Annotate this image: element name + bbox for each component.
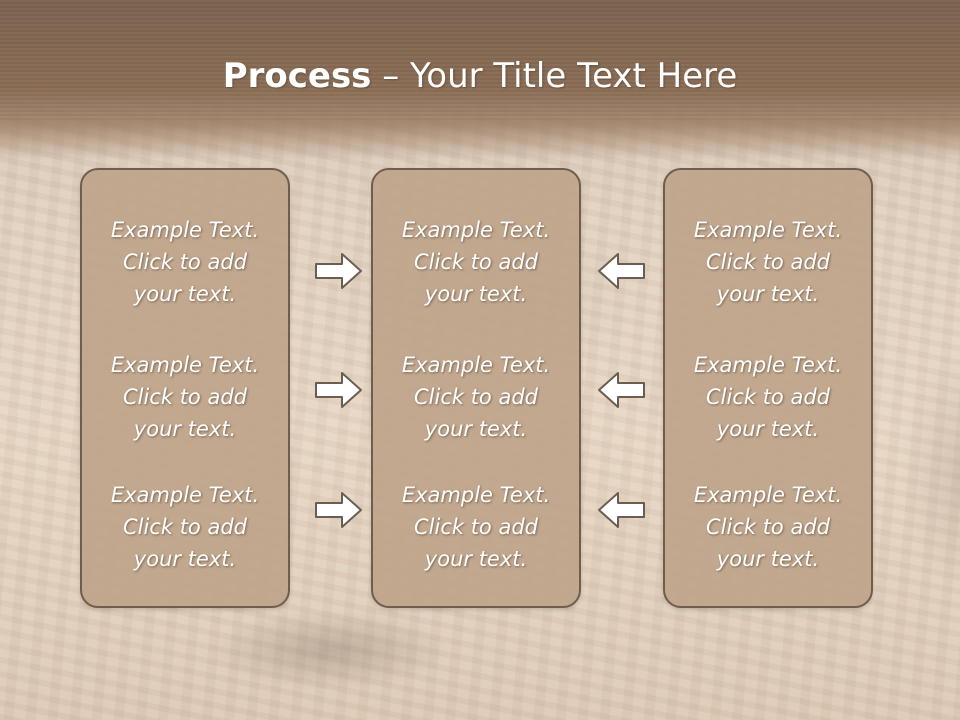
title-banner-texture: [0, 0, 960, 120]
arrow-right-icon: [315, 492, 362, 528]
slide-title-bold: Process: [222, 56, 372, 96]
process-panel-right[interactable]: Example Text. Click to add your text. Ex…: [663, 168, 873, 608]
title-banner: [0, 0, 960, 160]
panel-text[interactable]: Example Text. Click to add your text.: [110, 483, 260, 571]
arrow-left-icon: [598, 253, 645, 289]
slide-title[interactable]: Process – Your Title Text Here: [0, 54, 960, 98]
arrow-right-icon: [315, 372, 362, 408]
arrow-right-icon: [315, 253, 362, 289]
panel-text[interactable]: Example Text. Click to add your text.: [401, 483, 551, 571]
process-panel-left[interactable]: Example Text. Click to add your text. Ex…: [80, 168, 290, 608]
panel-text[interactable]: Example Text. Click to add your text.: [110, 353, 260, 441]
panel-text[interactable]: Example Text. Click to add your text.: [693, 483, 843, 571]
arrow-left-icon: [598, 372, 645, 408]
panel-text[interactable]: Example Text. Click to add your text.: [693, 353, 843, 441]
arrow-left-icon: [598, 492, 645, 528]
panel-text[interactable]: Example Text. Click to add your text.: [110, 218, 260, 306]
process-panel-center[interactable]: Example Text. Click to add your text. Ex…: [371, 168, 581, 608]
panel-text[interactable]: Example Text. Click to add your text.: [693, 218, 843, 306]
panel-text[interactable]: Example Text. Click to add your text.: [401, 218, 551, 306]
panel-text[interactable]: Example Text. Click to add your text.: [401, 353, 551, 441]
slide-title-rest: – Your Title Text Here: [371, 56, 738, 96]
